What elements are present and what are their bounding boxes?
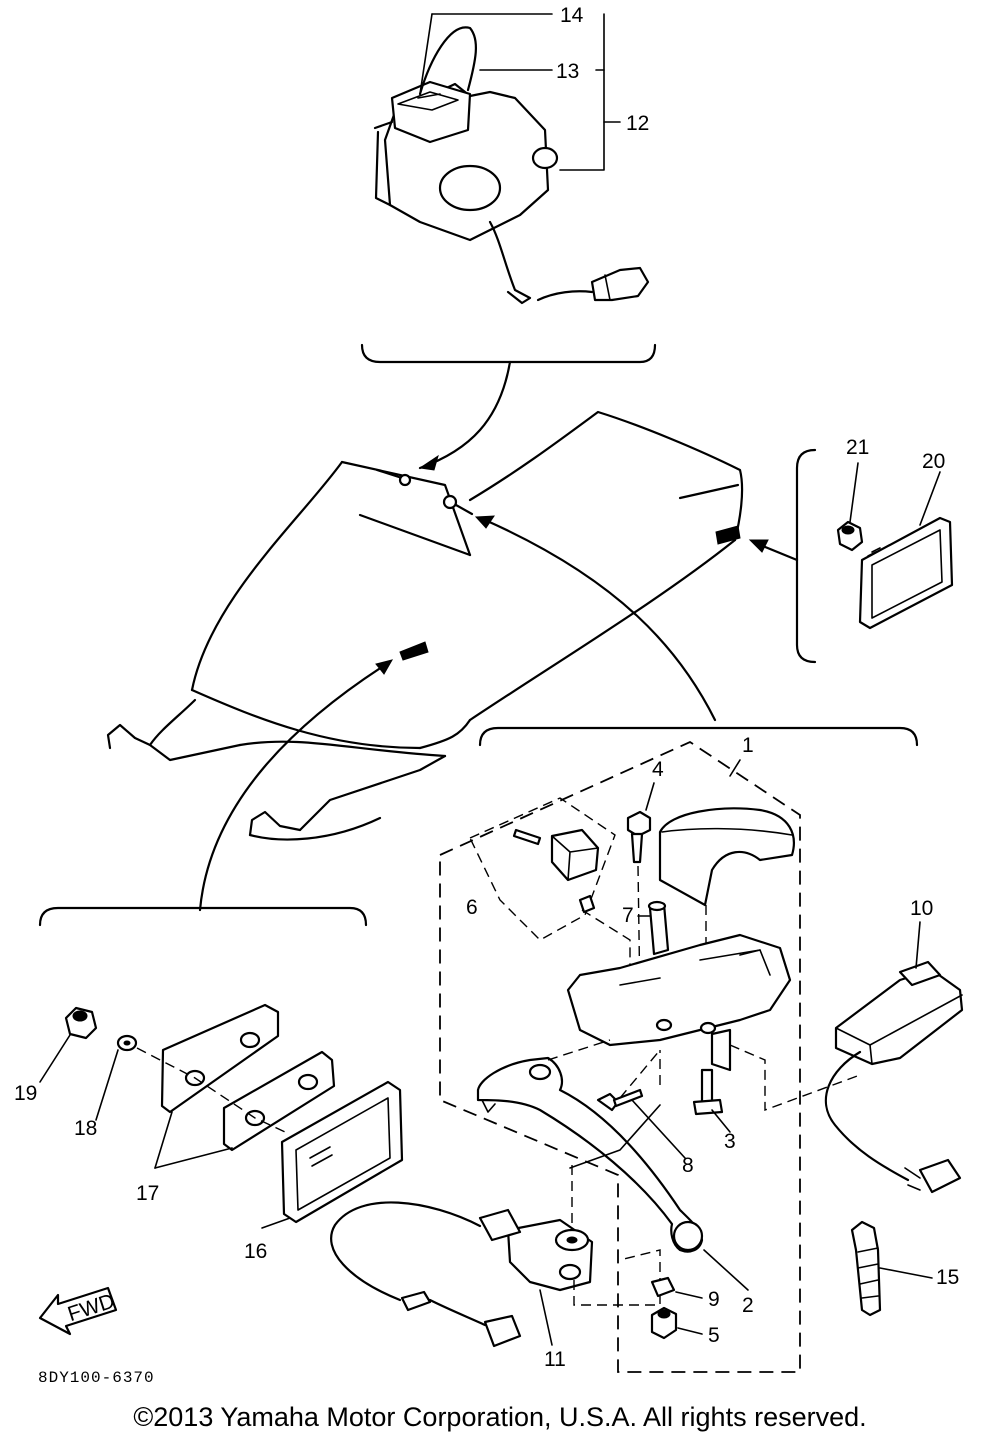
assembly-6-outline (469, 797, 616, 941)
rear-reflector (280, 1080, 404, 1224)
callout-9: 9 (708, 1288, 720, 1311)
lever-holder (566, 933, 792, 1072)
callout-13: 13 (556, 60, 579, 83)
bracket-lever (478, 726, 919, 747)
callout-11: 11 (544, 1348, 566, 1371)
screw-3 (692, 1068, 724, 1116)
copyright-notice: ©2013 Yamaha Motor Corporation, U.S.A. A… (133, 1402, 867, 1432)
switch-block (550, 828, 600, 882)
callout-17: 17 (136, 1182, 159, 1205)
callout-10: 10 (910, 897, 933, 920)
callout-3: 3 (724, 1130, 736, 1153)
bracket-left (38, 906, 368, 927)
callout-5: 5 (708, 1324, 720, 1347)
collar-7 (647, 900, 670, 956)
nut (64, 1006, 98, 1040)
callout-18: 18 (74, 1117, 97, 1140)
pointer-curve-lever (483, 518, 717, 722)
bracket-top (360, 343, 657, 364)
grip-cover (658, 807, 795, 907)
reflector-nut (836, 520, 864, 552)
cable-tie-15 (850, 1220, 882, 1317)
bracket-right (795, 448, 817, 664)
washer (116, 1034, 138, 1052)
callout-21: 21 (846, 436, 869, 459)
callout-4: 4 (652, 758, 664, 781)
reflector-plate-front (160, 1003, 280, 1114)
callout-2: 2 (742, 1294, 754, 1317)
callout-leaders-top (419, 13, 621, 171)
pointer-arrow-housing (418, 360, 512, 470)
switch-screw (512, 828, 542, 846)
callout-15: 15 (936, 1266, 959, 1289)
callout-12: 12 (626, 112, 649, 135)
forward-arrow-icon: FWD (38, 1286, 118, 1336)
callout-1: 1 (742, 734, 754, 757)
screw-4 (626, 810, 652, 864)
throttle-switch-housing (373, 26, 650, 305)
callout-14: 14 (560, 4, 584, 27)
callout-19: 19 (14, 1082, 37, 1105)
brake-switch-10 (824, 960, 964, 1194)
small-clip (578, 894, 596, 914)
nut-5 (650, 1306, 678, 1340)
drawing-code: 8DY100-6370 (38, 1369, 155, 1387)
screw-8 (596, 1088, 644, 1112)
snowmobile-body (106, 410, 744, 841)
brake-lever (476, 1056, 704, 1253)
washer-9 (650, 1276, 676, 1298)
brake-light-switch-11 (330, 1201, 594, 1348)
callout-16: 16 (244, 1240, 267, 1263)
assembly-1-outline (439, 740, 801, 1373)
side-reflector (858, 516, 954, 630)
callout-7: 7 (622, 904, 634, 927)
fwd-label: FWD (65, 1290, 118, 1327)
callout-8: 8 (682, 1154, 694, 1177)
callout-6: 6 (466, 896, 478, 919)
pointer-curve-reflectors (198, 663, 387, 912)
reflector-plate-rear (222, 1050, 336, 1152)
callout-20: 20 (922, 450, 945, 473)
